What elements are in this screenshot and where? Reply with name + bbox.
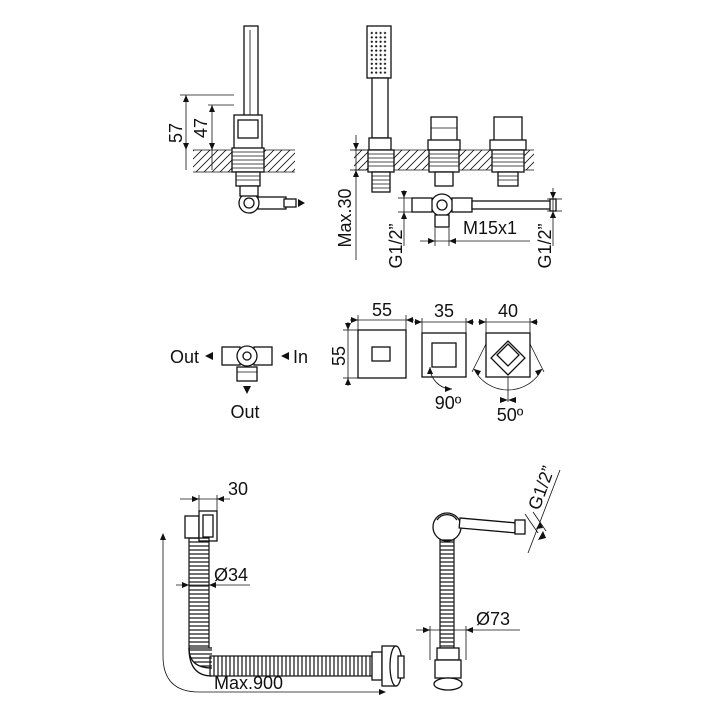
angle-90-label: 90º — [435, 393, 462, 413]
diverter-flow-diagram: Out In Out — [170, 345, 308, 422]
waste-vertical-pipe — [439, 539, 455, 649]
bath-waste-side-view: G1/2” Ø73 — [416, 463, 561, 691]
mixer-front-view: Max.30 G1/2” M15x1 G1/2” — [335, 25, 562, 269]
shower-side-view: 57 47 — [166, 25, 305, 214]
dim-30-label: 30 — [228, 479, 248, 499]
dim-55-width-label: 55 — [372, 300, 392, 320]
dim-57-label: 57 — [166, 123, 186, 143]
overflow-hose-vertical — [188, 537, 210, 649]
in-right-label: In — [293, 347, 308, 367]
dim-d34-label: Ø34 — [214, 565, 248, 585]
dim-47-label: 47 — [191, 118, 211, 138]
bath-waste-overflow-view: 30 Ø34 Max.900 — [160, 479, 405, 695]
dim-55-height-label: 55 — [329, 346, 349, 366]
dim-40-label: 40 — [498, 301, 518, 321]
angle-50-label: 50º — [497, 405, 524, 425]
out-left-label: Out — [170, 347, 199, 367]
dim-g12-left-label: G1/2” — [386, 223, 406, 268]
top-views: 55 55 35 90º 40 — [329, 300, 545, 425]
dim-m15x1-label: M15x1 — [463, 218, 517, 238]
dim-max900-label: Max.900 — [214, 673, 283, 693]
out-bottom-label: Out — [230, 402, 259, 422]
dim-d73-label: Ø73 — [476, 609, 510, 629]
dim-g12-right-label: G1/2” — [535, 223, 555, 268]
dim-35-label: 35 — [434, 301, 454, 321]
shower-head-nozzles — [370, 30, 388, 75]
dim-max30-label: Max.30 — [335, 188, 355, 247]
